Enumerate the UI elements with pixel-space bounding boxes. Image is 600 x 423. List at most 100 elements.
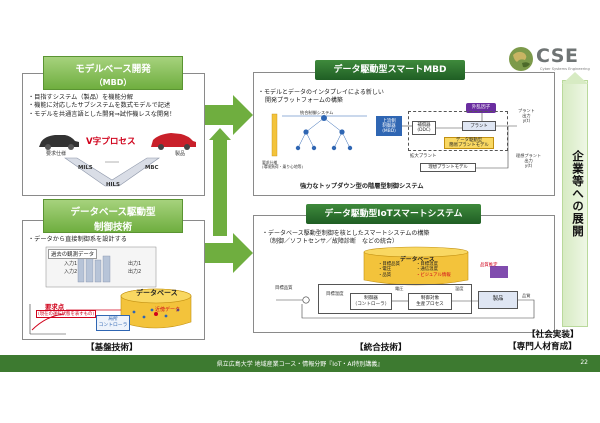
smart-mbd-bullet: ・モデルとデータのインタプレイによる新しい bbox=[258, 89, 384, 96]
smart-mbd-panel bbox=[253, 72, 555, 196]
extended-plant-frame bbox=[408, 111, 508, 151]
smart-mbd-bullets: ・モデルとデータのインタプレイによる新しい 開発プラットフォームの構築 bbox=[258, 89, 384, 105]
top-controller-label: 上流側 制御器 bbox=[382, 118, 396, 129]
output-1-label: 出力1 bbox=[128, 261, 142, 267]
iot-db-items-right: ・目標温度 ・通信温度 ・ビジュアル情報 bbox=[416, 262, 451, 278]
iot-plant-label: 制御対象 生産プロセス bbox=[416, 296, 444, 307]
iot-bullets: ・データベース駆動型制御を核としたスマートシステムの構築 （制御／ソフトセンサ／… bbox=[262, 230, 429, 246]
data-model-box: データ駆動型 簡易プラントモデル bbox=[444, 137, 494, 149]
requirement-label: 要求仕様 bbox=[46, 151, 67, 157]
request-point-label: 要求点 bbox=[45, 303, 65, 311]
logo-tagline: Cyber Systems Engineering bbox=[540, 67, 590, 71]
footer-text: 県立広島大学 地域産業コース・情報分野『IoT・AI特別講義』 bbox=[216, 361, 384, 368]
iot-database-label: データベース bbox=[400, 257, 435, 263]
model-based-bullets: ・目指すシステム（製品）を機能分解 ・機能に対応したサブシステムを数式モデルで記… bbox=[28, 94, 176, 119]
model-based-title: モデルベース開発 bbox=[75, 64, 151, 75]
smart-mbd-caption: 強力なトップダウン型の階層型制御システム bbox=[300, 183, 424, 190]
hr-label: 【専門人材育成】 bbox=[508, 342, 577, 352]
local-data-label: 近傍データ bbox=[155, 307, 181, 313]
voltage-label: 電圧 bbox=[395, 286, 404, 291]
ideal-model-box: 理想プラントモデル bbox=[420, 163, 476, 172]
v-process-label: V字プロセス bbox=[86, 137, 136, 147]
input-1-label: 入力1 bbox=[64, 261, 78, 267]
car-right-icon bbox=[151, 133, 196, 150]
output-2-label: 出力2 bbox=[128, 269, 142, 275]
car-left-icon bbox=[39, 135, 79, 150]
data-model-label: データ駆動型 簡易プラントモデル bbox=[449, 138, 489, 148]
flow-arrows bbox=[205, 95, 253, 273]
iot-feedback-frame bbox=[318, 284, 472, 314]
vertical-deployment-bar bbox=[562, 80, 588, 327]
mbc-label: MBC bbox=[145, 165, 159, 171]
foundation-label: 【基盤技術】 bbox=[86, 343, 138, 353]
compensator-box: 補償器 (DDC) bbox=[412, 121, 436, 135]
smart-mbd-title: データ駆動型スマートMBD bbox=[333, 65, 447, 75]
data-driven-header: データベース駆動型 制御技術 bbox=[43, 199, 183, 233]
smart-mbd-header: データ駆動型スマートMBD bbox=[315, 60, 465, 80]
local-controller-box: 局所 コントローラ bbox=[96, 315, 130, 331]
iot-controller-box: 制御器 （コントローラ） bbox=[350, 293, 392, 310]
hierarchy-diagram bbox=[271, 113, 367, 157]
vertical-deployment-label: 企業等への展開 bbox=[571, 150, 585, 238]
iot-product-label: 製品 bbox=[492, 296, 504, 303]
globe-icon bbox=[509, 47, 533, 71]
top-controller-sub: (MBD) bbox=[382, 128, 396, 134]
extended-plant-label: 拡大プラント bbox=[410, 154, 437, 159]
quality-label: 品質 bbox=[522, 293, 531, 298]
target-quality-label: 目標品質 bbox=[275, 286, 293, 291]
data-driven-bullet: ・データから直接制御系を設計する bbox=[28, 236, 127, 243]
iot-plant-box: 制御対象 生産プロセス bbox=[408, 293, 452, 310]
model-based-bullet: ・機能に対応したサブシステムを数式モデルで記述 bbox=[28, 102, 171, 110]
logo-text: CSE bbox=[536, 45, 579, 67]
smart-mbd-bullet: 開発プラットフォームの構築 bbox=[265, 97, 343, 104]
integration-label: 【統合技術】 bbox=[355, 343, 407, 353]
request-note: (現在の運転状態を表すもの) bbox=[36, 310, 97, 318]
iot-bullet: （制御／ソフトセンサ／故障診断 などの統合） bbox=[266, 238, 399, 245]
iot-product-box: 製品 bbox=[478, 291, 518, 309]
hils-label: HILS bbox=[106, 182, 120, 188]
model-based-bullet: ・モデルを共通言語とした開発⇒試作機レスな開発！ bbox=[28, 110, 176, 118]
input-2-label: 入力2 bbox=[64, 269, 78, 275]
iot-database-cylinder bbox=[363, 246, 469, 286]
db-item: ・目標品質 bbox=[378, 262, 400, 267]
past-data-label: 過去の観測データ bbox=[48, 249, 98, 259]
mils-label: MILS bbox=[78, 165, 93, 171]
compensator-label: 補償器 (DDC) bbox=[417, 123, 431, 133]
db-item: ・目標温度 bbox=[416, 262, 438, 267]
database-label: データベース bbox=[136, 289, 178, 297]
db-item: ・電圧 bbox=[378, 267, 392, 273]
product-label: 製品 bbox=[175, 151, 186, 157]
ideal-output-label: 理想プラント 出力 y(t) bbox=[516, 153, 542, 168]
db-item: ・品質 bbox=[378, 272, 392, 278]
data-driven-title2: 制御技術 bbox=[93, 222, 132, 233]
social-label: 【社会実装】 bbox=[527, 330, 579, 340]
page-number: 22 bbox=[580, 359, 588, 366]
disturbance-label: 外乱因子 bbox=[471, 105, 491, 110]
v-process-diagram bbox=[39, 133, 196, 187]
request-spec-label: 要求仕様 (環境負荷・乗り心地等) bbox=[262, 160, 303, 170]
iot-controller-label: 制御器 （コントローラ） bbox=[352, 296, 390, 307]
temp-label: 温度 bbox=[455, 286, 464, 291]
logo: CSE Cyber Systems Engineering bbox=[508, 44, 598, 74]
target-temp-label: 目標温度 bbox=[326, 292, 344, 297]
plant-output-label: プラント 出力 y(t) bbox=[518, 108, 535, 123]
db-item: ・通信温度 bbox=[416, 267, 438, 273]
local-controller-label: 局所 コントローラ bbox=[98, 317, 128, 328]
footer-bar: 県立広島大学 地域産業コース・情報分野『IoT・AI特別講義』 22 bbox=[0, 355, 600, 372]
iot-db-items-left: ・目標品質 ・電圧 ・品質 bbox=[378, 262, 400, 278]
top-controller-box: 上流側 制御器 (MBD) bbox=[376, 116, 402, 136]
iot-title: データ駆動型IoTスマートシステム bbox=[324, 209, 463, 219]
iot-header: データ駆動型IoTスマートシステム bbox=[306, 204, 481, 224]
system-label: 統合制御システム bbox=[300, 110, 334, 115]
db-item: ・ビジュアル情報 bbox=[416, 272, 451, 278]
data-driven-title: データベース駆動型 bbox=[70, 207, 156, 218]
model-based-header: モデルベース開発 （MBD） bbox=[43, 56, 183, 90]
model-based-subtitle: （MBD） bbox=[94, 78, 132, 87]
ideal-model-label: 理想プラントモデル bbox=[428, 165, 468, 170]
vertical-arrow-head bbox=[562, 72, 588, 84]
mbd-signal-lines bbox=[402, 113, 517, 169]
disturbance-box: 外乱因子 bbox=[466, 103, 496, 113]
quality-est-label: 品質推定 bbox=[480, 263, 498, 268]
iot-bullet: ・データベース駆動型制御を核としたスマートシステムの構築 bbox=[262, 230, 430, 237]
iot-signal-lines bbox=[276, 266, 535, 319]
